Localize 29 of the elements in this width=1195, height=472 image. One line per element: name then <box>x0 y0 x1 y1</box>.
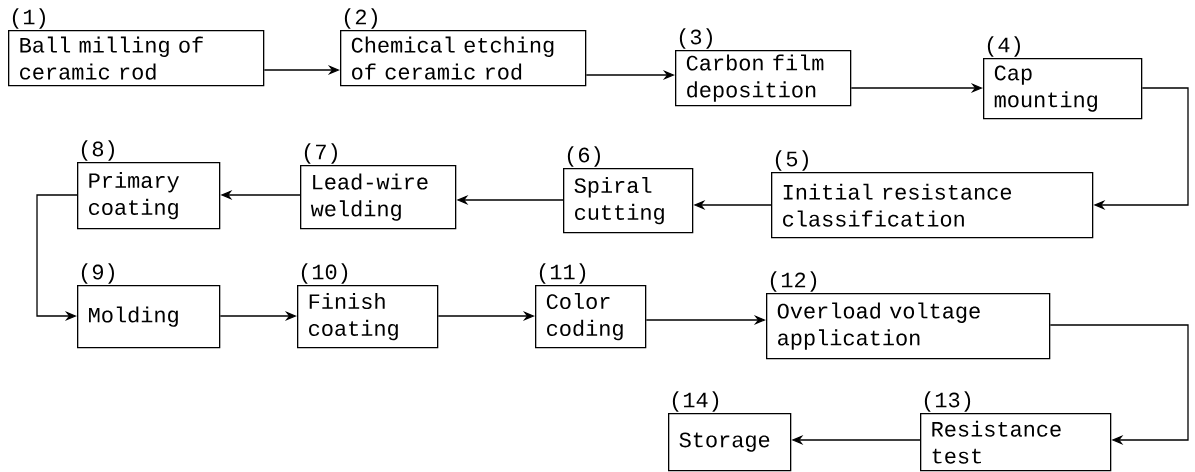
step-number: (5) <box>775 150 808 171</box>
arrow <box>1049 324 1189 446</box>
step-number: (4) <box>987 36 1020 57</box>
process-box: Color coding <box>535 285 647 349</box>
process-box: Resistance test <box>920 413 1112 472</box>
process-box: Chemical etching of ceramic rod <box>340 30 587 87</box>
process-box: Ball milling of ceramic rod <box>8 30 265 87</box>
process-box: Cap mounting <box>983 58 1143 120</box>
process-box: Molding <box>77 285 221 349</box>
step-number: (2) <box>344 8 377 29</box>
step-number: (8) <box>81 140 114 161</box>
step-number: (11) <box>539 263 586 284</box>
step-number: (10) <box>301 263 348 284</box>
process-box: Lead-wire welding <box>300 165 457 230</box>
process-box: Primary coating <box>77 162 221 230</box>
process-box: Overload voltage application <box>766 293 1051 360</box>
process-box: Storage <box>668 413 792 472</box>
step-number: (6) <box>567 146 600 167</box>
step-number: (13) <box>924 391 971 412</box>
process-box: Spiral cutting <box>563 168 694 234</box>
step-number: (9) <box>81 263 114 284</box>
process-box: Finish coating <box>297 285 439 349</box>
step-number: (1) <box>12 8 45 29</box>
step-number: (12) <box>770 271 817 292</box>
step-number: (7) <box>304 143 337 164</box>
process-box: Carbon film deposition <box>675 50 852 107</box>
step-number: (3) <box>679 28 712 49</box>
process-box: Initial resistance classification <box>771 172 1094 239</box>
step-number: (14) <box>672 391 719 412</box>
